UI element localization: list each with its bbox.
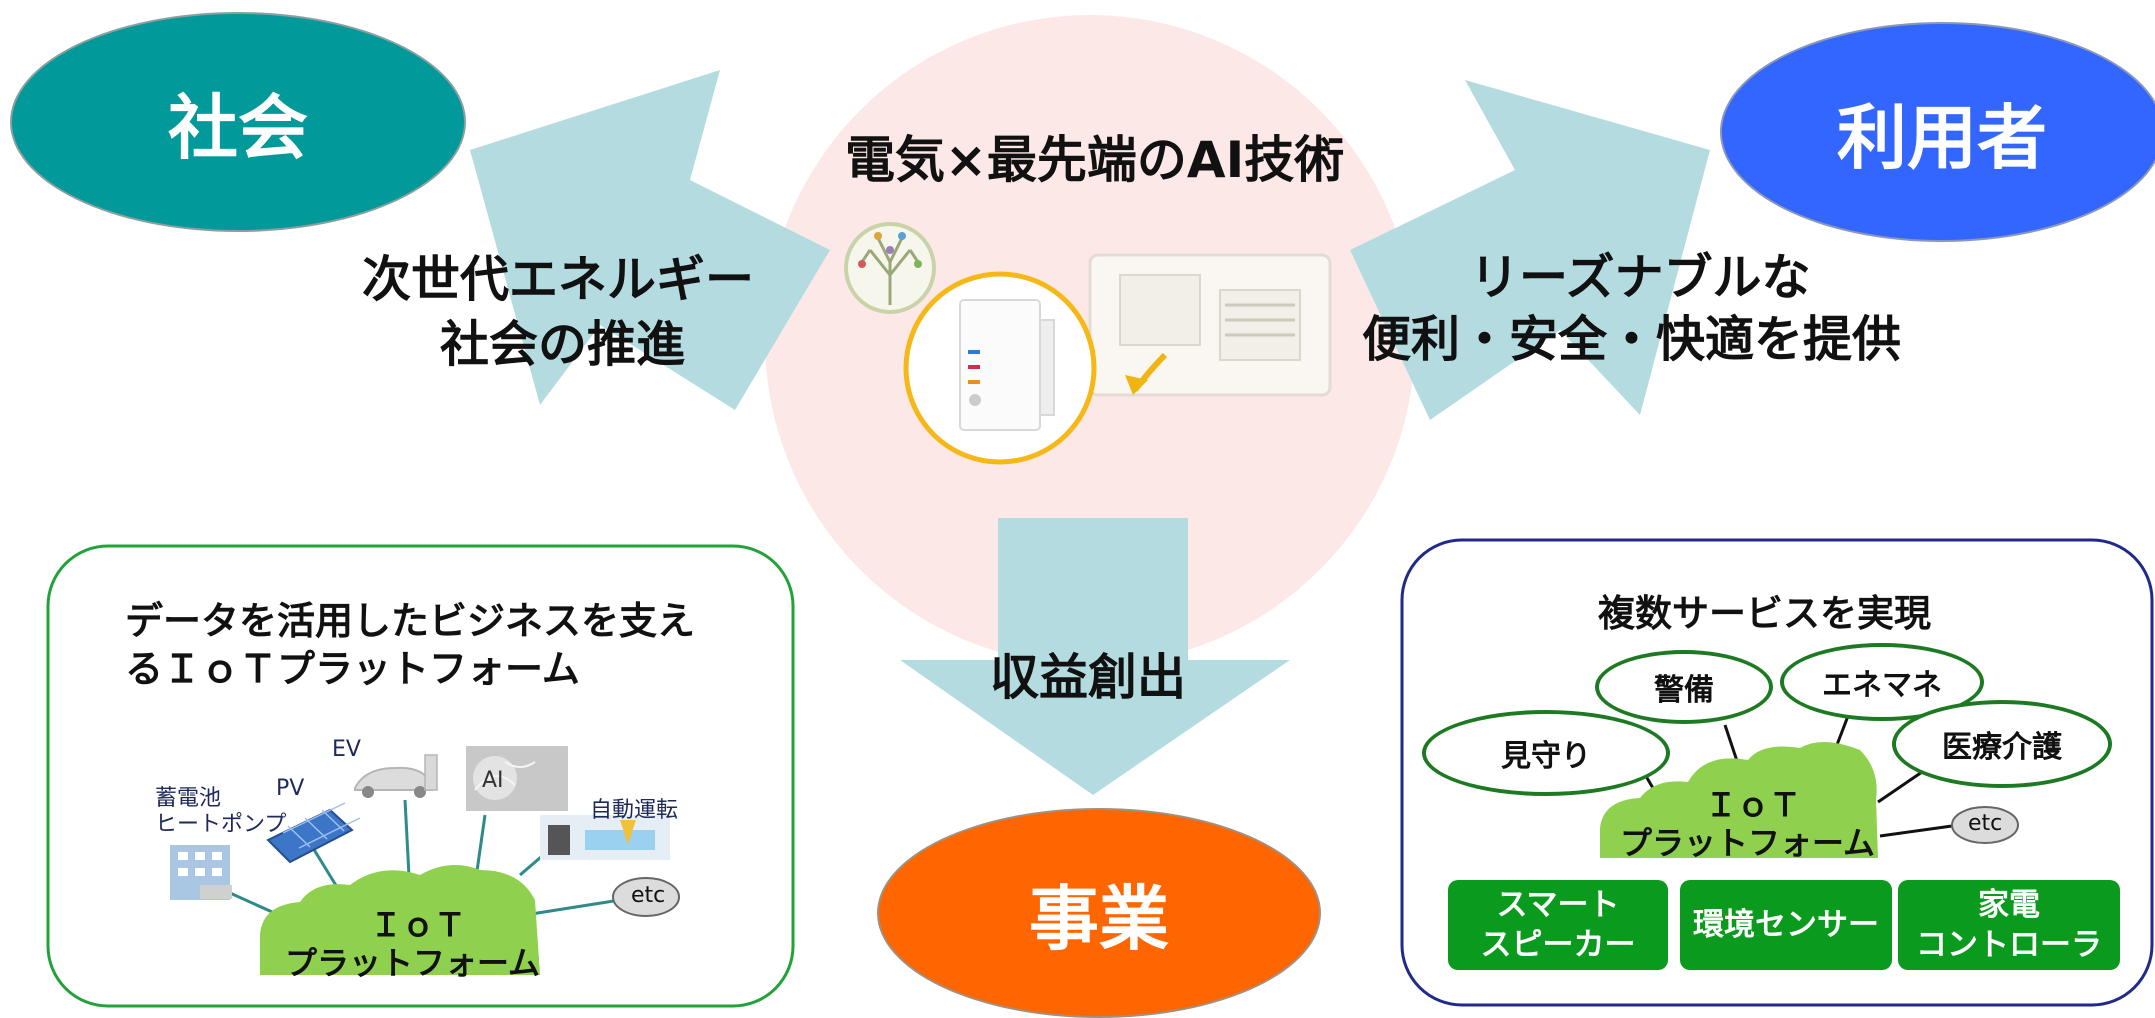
ai-brain-icon <box>466 746 568 811</box>
ev-car-icon <box>354 754 438 798</box>
node-user-label: 利用者 <box>1837 96 2047 179</box>
right-cloud-label-line2: プラットフォーム <box>1620 824 1876 862</box>
label-battery: 蓄電池 <box>155 786 222 811</box>
service-security-label: 警備 <box>1654 673 1714 708</box>
autonomous-driving-icon <box>540 815 670 860</box>
node-user: 利用者 <box>1720 22 2155 242</box>
distribution-board-image <box>1088 253 1332 397</box>
appliance-controller-box: 家電 コントローラ <box>1898 880 2120 970</box>
environment-sensor-box: 環境センサー <box>1680 880 1892 970</box>
node-business: 事業 <box>877 808 1321 1018</box>
solar-panel-icon <box>266 802 361 864</box>
smart-speaker-line1: スマート <box>1496 887 1620 923</box>
right-arrow-text-line2: 便利・安全・快適を提供 <box>1362 311 1902 368</box>
right-arrow-text-line1: リーズナブルな <box>1470 249 1811 306</box>
environment-sensor-label: 環境センサー <box>1693 907 1879 943</box>
right-iot-cloud-icon <box>1600 741 1878 858</box>
ai-tree-logo-icon <box>844 222 936 314</box>
left-iot-cloud-icon <box>260 865 540 975</box>
service-medical: 医療介護 <box>1892 700 2112 788</box>
arrow-to-business <box>900 518 1290 795</box>
down-arrow-text: 収益創出 <box>990 649 1187 706</box>
left-arrow-text-line2: 社会の推進 <box>440 316 686 373</box>
right-panel-title: 複数サービスを実現 <box>1598 592 1931 635</box>
left-etc-bubble <box>612 877 680 917</box>
arrow-to-society <box>470 70 830 410</box>
building-icon <box>170 845 232 900</box>
service-medical-label: 医療介護 <box>1942 730 2062 765</box>
ai-device-image <box>959 299 1055 431</box>
appliance-controller-line2: コントローラ <box>1916 927 2102 963</box>
right-etc-label: etc <box>1968 811 2003 836</box>
service-enemane: エネマネ <box>1780 643 1984 721</box>
label-ai: AI <box>482 768 504 793</box>
left-etc-label: etc <box>631 883 666 908</box>
smart-speaker-box: スマート スピーカー <box>1448 880 1668 970</box>
arrow-to-user <box>1350 80 1710 420</box>
label-heat-pump: ヒートポンプ <box>155 812 287 837</box>
service-watch-label: 見守り <box>1501 739 1591 774</box>
label-ev: EV <box>332 737 361 762</box>
left-panel-title-line2: るＩｏＴプラットフォーム <box>125 647 580 691</box>
node-business-label: 事業 <box>1029 877 1169 960</box>
label-pv: PV <box>276 776 305 801</box>
smart-speaker-line2: スピーカー <box>1480 927 1636 963</box>
left-cloud-label-line1: ＩｏＴ <box>370 906 467 944</box>
left-panel-title-line1: データを活用したビジネスを支え <box>125 599 696 643</box>
left-arrow-text-line1: 次世代エネルギー <box>362 251 755 308</box>
label-autonomous: 自動運転 <box>590 798 679 823</box>
right-cloud-label-line1: ＩｏＴ <box>1705 786 1802 824</box>
service-enemane-label: エネマネ <box>1822 668 1942 703</box>
left-cloud-label-line2: プラットフォーム <box>285 944 541 982</box>
service-watch: 見守り <box>1422 710 1670 796</box>
node-society-label: 社会 <box>168 86 308 169</box>
service-security: 警備 <box>1595 650 1773 724</box>
right-etc-bubble <box>1951 806 2019 844</box>
node-society: 社会 <box>10 12 466 232</box>
center-title: 電気×最先端のAI技術 <box>845 131 1345 189</box>
appliance-controller-line1: 家電 <box>1978 887 2040 923</box>
